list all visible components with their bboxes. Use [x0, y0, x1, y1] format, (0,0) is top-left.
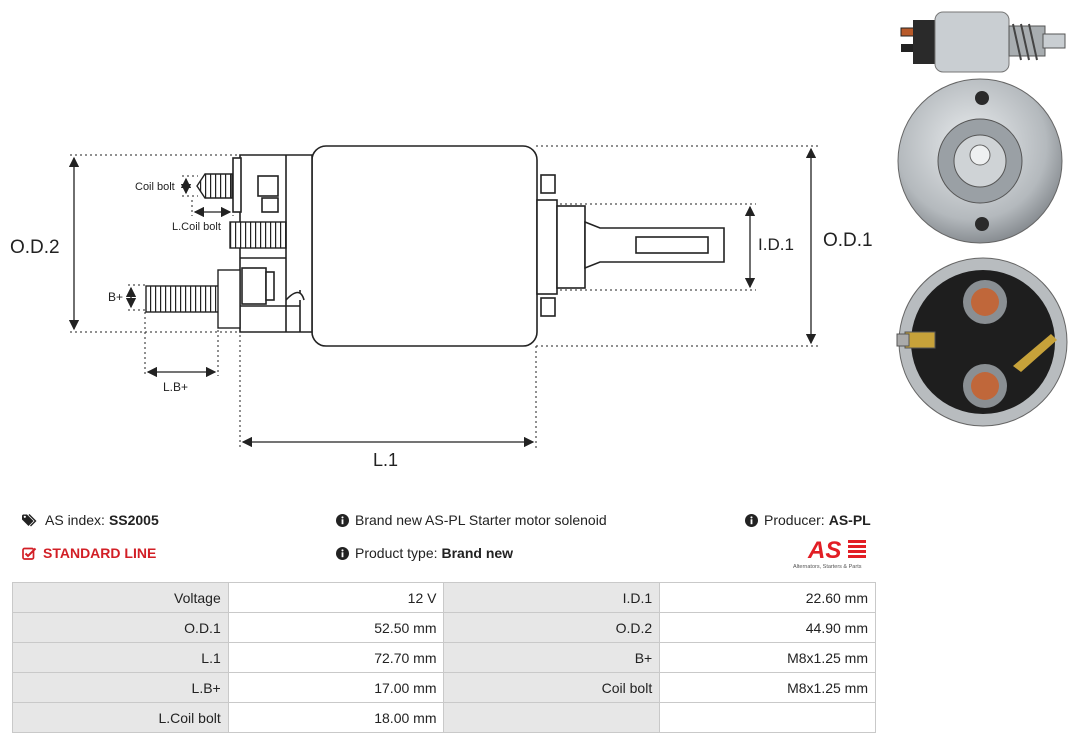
photo-front-view [897, 78, 1063, 244]
description-text: Brand new AS-PL Starter motor solenoid [355, 512, 607, 528]
label-l-coil-bolt: L.Coil bolt [172, 221, 221, 233]
spec-label: O.D.2 [443, 612, 661, 643]
dimension-arrows [68, 147, 817, 448]
as-pl-logo: AS Alternators, Starters & Parts [790, 535, 878, 571]
solenoid-diagram: O.D.2 O.D.1 I.D.1 L.1 Coil bolt L.Coil b… [10, 145, 873, 470]
as-index: AS index: SS2005 [22, 512, 159, 528]
as-index-label: AS index: [45, 512, 105, 528]
logo-tagline: Alternators, Starters & Parts [793, 564, 862, 570]
spec-value: M8x1.25 mm [659, 642, 876, 673]
spec-label [443, 702, 661, 733]
spec-value: 17.00 mm [227, 672, 445, 703]
product-type-value: Brand new [441, 545, 514, 561]
product-description: Brand new AS-PL Starter motor solenoid [336, 512, 607, 528]
spec-value: 72.70 mm [227, 642, 445, 673]
label-coil-bolt: Coil bolt [135, 181, 175, 193]
extension-lines [70, 145, 818, 448]
product-line: STANDARD LINE [22, 545, 156, 561]
label-l1: L.1 [373, 450, 398, 470]
label-b-plus: B+ [108, 290, 123, 304]
spec-value: 52.50 mm [227, 612, 445, 643]
spec-label: Coil bolt [443, 672, 661, 703]
label-od1: O.D.1 [823, 230, 873, 251]
producer-value: AS-PL [828, 512, 871, 528]
producer: Producer: AS-PL [745, 512, 871, 528]
producer-label: Producer: [764, 512, 825, 528]
spec-value: 18.00 mm [227, 702, 445, 733]
check-square-icon [22, 547, 37, 560]
logo-mark: AS [807, 537, 841, 564]
spec-label: L.B+ [12, 672, 229, 703]
info-circle-icon [336, 546, 349, 560]
as-index-value: SS2005 [108, 512, 159, 528]
spec-label: B+ [443, 642, 661, 673]
spec-value: 44.90 mm [659, 612, 876, 643]
tags-icon [22, 513, 39, 527]
spec-label: L.Coil bolt [12, 702, 229, 733]
product-type: Product type: Brand new [336, 545, 513, 561]
info-circle-icon [336, 513, 349, 527]
product-type-label: Product type: [355, 545, 438, 561]
spec-value: 12 V [227, 582, 445, 613]
label-l-b-plus: L.B+ [163, 380, 188, 394]
spec-label: Voltage [12, 582, 229, 613]
solenoid-body [232, 145, 725, 347]
label-id1: I.D.1 [758, 235, 794, 254]
spec-value: 22.60 mm [659, 582, 876, 613]
spec-value: M8x1.25 mm [659, 672, 876, 703]
spec-value [659, 702, 876, 733]
standard-line-label: STANDARD LINE [43, 545, 157, 561]
spec-label: L.1 [12, 642, 229, 673]
spec-label: O.D.1 [12, 612, 229, 643]
label-od2: O.D.2 [10, 237, 60, 258]
photo-side-view [900, 11, 1066, 73]
spec-label: I.D.1 [443, 582, 661, 613]
terminals [145, 173, 287, 329]
info-circle-icon [745, 513, 758, 527]
photo-rear-view [896, 257, 1068, 427]
